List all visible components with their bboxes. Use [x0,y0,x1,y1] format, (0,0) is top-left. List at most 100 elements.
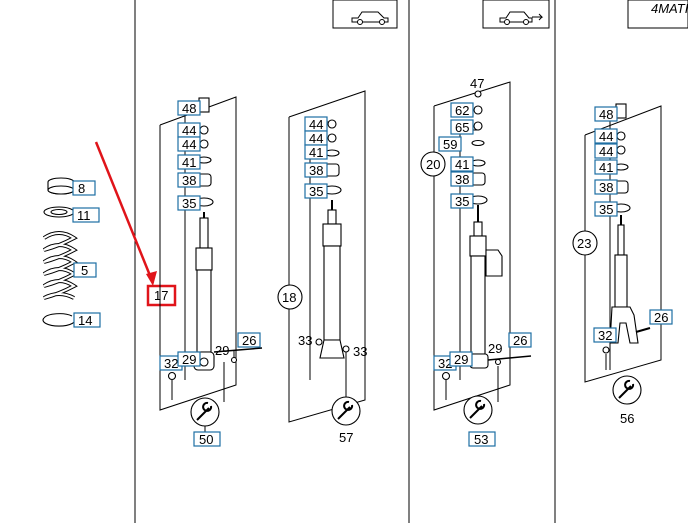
car-outline-icon [332,0,398,29]
callout-44[interactable]: 44 [177,122,201,138]
callout-38[interactable]: 38 [450,171,474,187]
svg-text:8: 8 [78,181,85,196]
callout-48[interactable]: 48 [594,106,618,122]
svg-text:44: 44 [182,137,196,152]
callout-35[interactable]: 35 [594,201,618,217]
callout-62[interactable]: 62 [450,102,474,118]
callout-41[interactable]: 41 [594,159,618,175]
svg-text:29: 29 [182,352,196,367]
svg-text:29: 29 [454,352,468,367]
assembly-4-callouts: 23 48 44 44 41 38 35 26 32 56 [577,106,673,426]
assembly-1-callouts: 48 44 44 41 38 35 32 29 29 26 50 [159,100,261,447]
callout-44[interactable]: 44 [304,130,328,146]
callout-14[interactable]: 14 [73,312,101,328]
group-circle-23[interactable]: 23 [577,236,591,251]
svg-text:50: 50 [199,432,213,447]
svg-text:32: 32 [438,356,452,371]
svg-text:62: 62 [455,103,469,118]
group-circle-20[interactable]: 20 [426,157,440,172]
svg-text:17: 17 [154,288,168,303]
callout-29[interactable]: 29 [177,351,201,367]
label-47: 47 [470,76,484,91]
svg-text:38: 38 [309,163,323,178]
group-label-50[interactable]: 50 [193,431,221,447]
callout-48[interactable]: 48 [177,100,201,116]
bump-ring-part [43,206,75,218]
callout-41[interactable]: 41 [304,144,328,160]
assembly-3 [420,81,532,425]
callout-44[interactable]: 44 [304,116,328,132]
callout-26[interactable]: 26 [508,332,532,348]
svg-text:41: 41 [182,155,196,170]
callout-44[interactable]: 44 [177,136,201,152]
svg-text:47: 47 [470,76,484,91]
svg-text:5: 5 [81,263,88,278]
lower-seat-part [42,313,76,327]
svg-text:4MATIC: 4MATIC [651,1,688,16]
callout-35[interactable]: 35 [450,193,474,209]
svg-text:26: 26 [513,333,527,348]
svg-text:35: 35 [309,184,323,199]
svg-text:14: 14 [78,313,92,328]
callout-59[interactable]: 59 [438,136,462,152]
group-circle-18[interactable]: 18 [282,290,296,305]
callout-65[interactable]: 65 [450,119,474,135]
callout-17-highlighted[interactable]: 17 [146,284,177,307]
svg-text:44: 44 [309,117,323,132]
callout-32[interactable]: 32 [593,327,617,343]
car-arrow-icon [482,0,550,29]
callout-26[interactable]: 26 [649,309,673,325]
top-mount-part [47,177,75,195]
svg-text:11: 11 [77,208,91,223]
callout-29[interactable]: 29 [449,351,473,367]
svg-text:44: 44 [599,144,613,159]
highlight-arrow [94,141,157,286]
svg-text:44: 44 [182,123,196,138]
svg-text:33: 33 [298,333,312,348]
svg-text:33: 33 [353,344,367,359]
svg-text:29: 29 [215,343,229,358]
svg-text:32: 32 [164,356,178,371]
svg-text:56: 56 [620,411,634,426]
svg-text:38: 38 [599,180,613,195]
label-29: 29 [488,341,502,356]
assembly-1 [159,96,263,432]
callout-41[interactable]: 41 [177,154,201,170]
svg-text:57: 57 [339,430,353,445]
callout-5[interactable]: 5 [73,262,97,278]
callout-32[interactable]: 32 [159,355,183,371]
svg-text:53: 53 [474,432,488,447]
svg-text:20: 20 [426,157,440,172]
svg-text:18: 18 [282,290,296,305]
svg-text:44: 44 [309,131,323,146]
callout-35[interactable]: 35 [304,183,328,199]
callout-44[interactable]: 44 [594,128,618,144]
callout-38[interactable]: 38 [177,172,201,188]
svg-text:48: 48 [599,107,613,122]
svg-text:41: 41 [309,145,323,160]
group-label-53[interactable]: 53 [468,431,496,447]
svg-text:29: 29 [488,341,502,356]
callout-41[interactable]: 41 [450,156,474,172]
svg-text:41: 41 [599,160,613,175]
svg-text:41: 41 [455,157,469,172]
svg-text:35: 35 [182,196,196,211]
svg-text:65: 65 [455,120,469,135]
label-33: 33 [298,333,312,348]
4matic-badge: 4MATIC [627,0,688,29]
svg-text:26: 26 [654,310,668,325]
assembly-4 [572,103,662,405]
svg-text:32: 32 [598,328,612,343]
callout-26[interactable]: 26 [237,332,261,348]
callout-38[interactable]: 38 [304,162,328,178]
callout-11[interactable]: 11 [72,207,100,223]
callout-35[interactable]: 35 [177,195,201,211]
svg-text:26: 26 [242,333,256,348]
callout-8[interactable]: 8 [72,180,96,196]
svg-text:23: 23 [577,236,591,251]
callout-44[interactable]: 44 [594,143,618,159]
label-33: 33 [353,344,367,359]
callout-38[interactable]: 38 [594,179,618,195]
